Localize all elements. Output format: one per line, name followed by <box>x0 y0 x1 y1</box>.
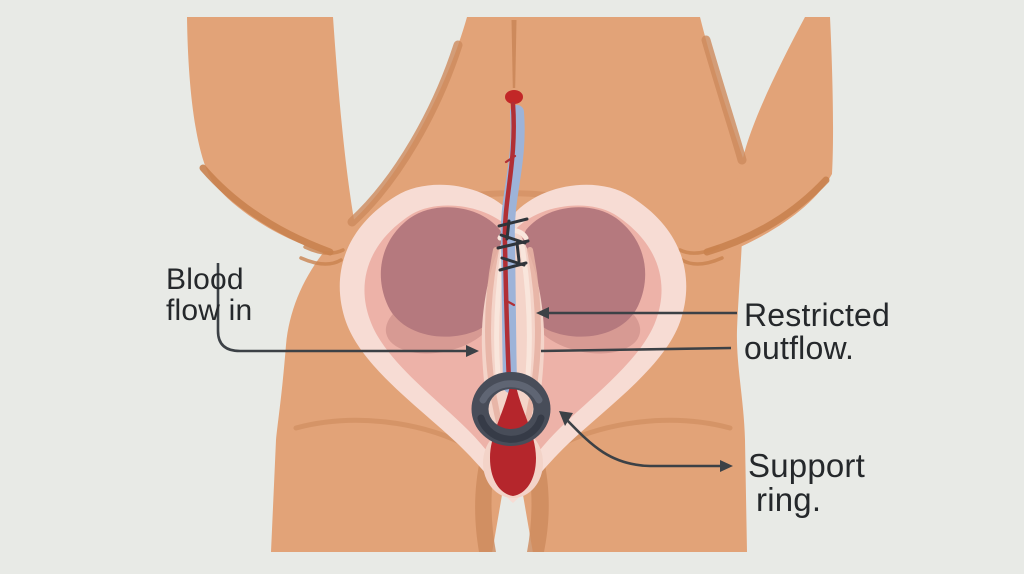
support-ring-connector <box>565 418 720 468</box>
blood-flow-in-arrowhead <box>466 345 479 357</box>
left-hand-finger-line-2 <box>299 256 343 266</box>
right-hand-finger-line-2 <box>680 256 724 266</box>
label-support-ring-line1: Support <box>748 447 865 484</box>
label-blood-flow-in-line1: Blood <box>166 263 244 296</box>
artery-branch-tick-2 <box>503 298 516 307</box>
right-arm <box>697 17 834 257</box>
mound-highlight-right <box>519 242 532 378</box>
right-hand-finger-line <box>678 245 720 255</box>
leg-gap <box>492 495 533 553</box>
label-support-ring-line2: ring. <box>756 481 821 518</box>
label-support-ring: Support ring. <box>748 447 865 518</box>
support-ring-arrowhead-start <box>559 411 573 426</box>
ring-shadow <box>477 414 545 443</box>
left-forearm-shadow <box>199 164 334 256</box>
left-lobe <box>380 207 509 337</box>
label-restricted-outflow-line2: outflow. <box>744 330 854 366</box>
left-torso-contour-shadow <box>347 40 463 227</box>
label-blood-flow-in: Blood flow in <box>166 263 252 327</box>
right-lobe <box>517 207 646 337</box>
right-torso-contour-shadow <box>701 35 747 165</box>
label-blood-flow-in-line2: flow in <box>166 294 252 327</box>
ring-highlight <box>479 380 543 404</box>
left-hand-finger-line <box>303 245 345 255</box>
label-restricted-outflow-line1: Restricted <box>744 297 890 333</box>
restricted-outflow-arrowhead <box>536 307 549 319</box>
right-thigh-crease <box>561 417 733 446</box>
vessel-hatch-marks <box>496 217 530 272</box>
restricted-outflow-connector-lower <box>540 346 732 353</box>
navel-dot <box>505 90 523 104</box>
navel-crease <box>511 20 517 88</box>
support-ring-arrowhead-end <box>720 460 733 472</box>
right-forearm-shadow <box>703 176 830 256</box>
left-thigh-crease <box>293 417 465 446</box>
artery-branch-tick <box>504 154 517 164</box>
label-restricted-outflow: Restricted outflow. <box>744 297 890 366</box>
blood-flow-in-connector <box>216 263 466 353</box>
